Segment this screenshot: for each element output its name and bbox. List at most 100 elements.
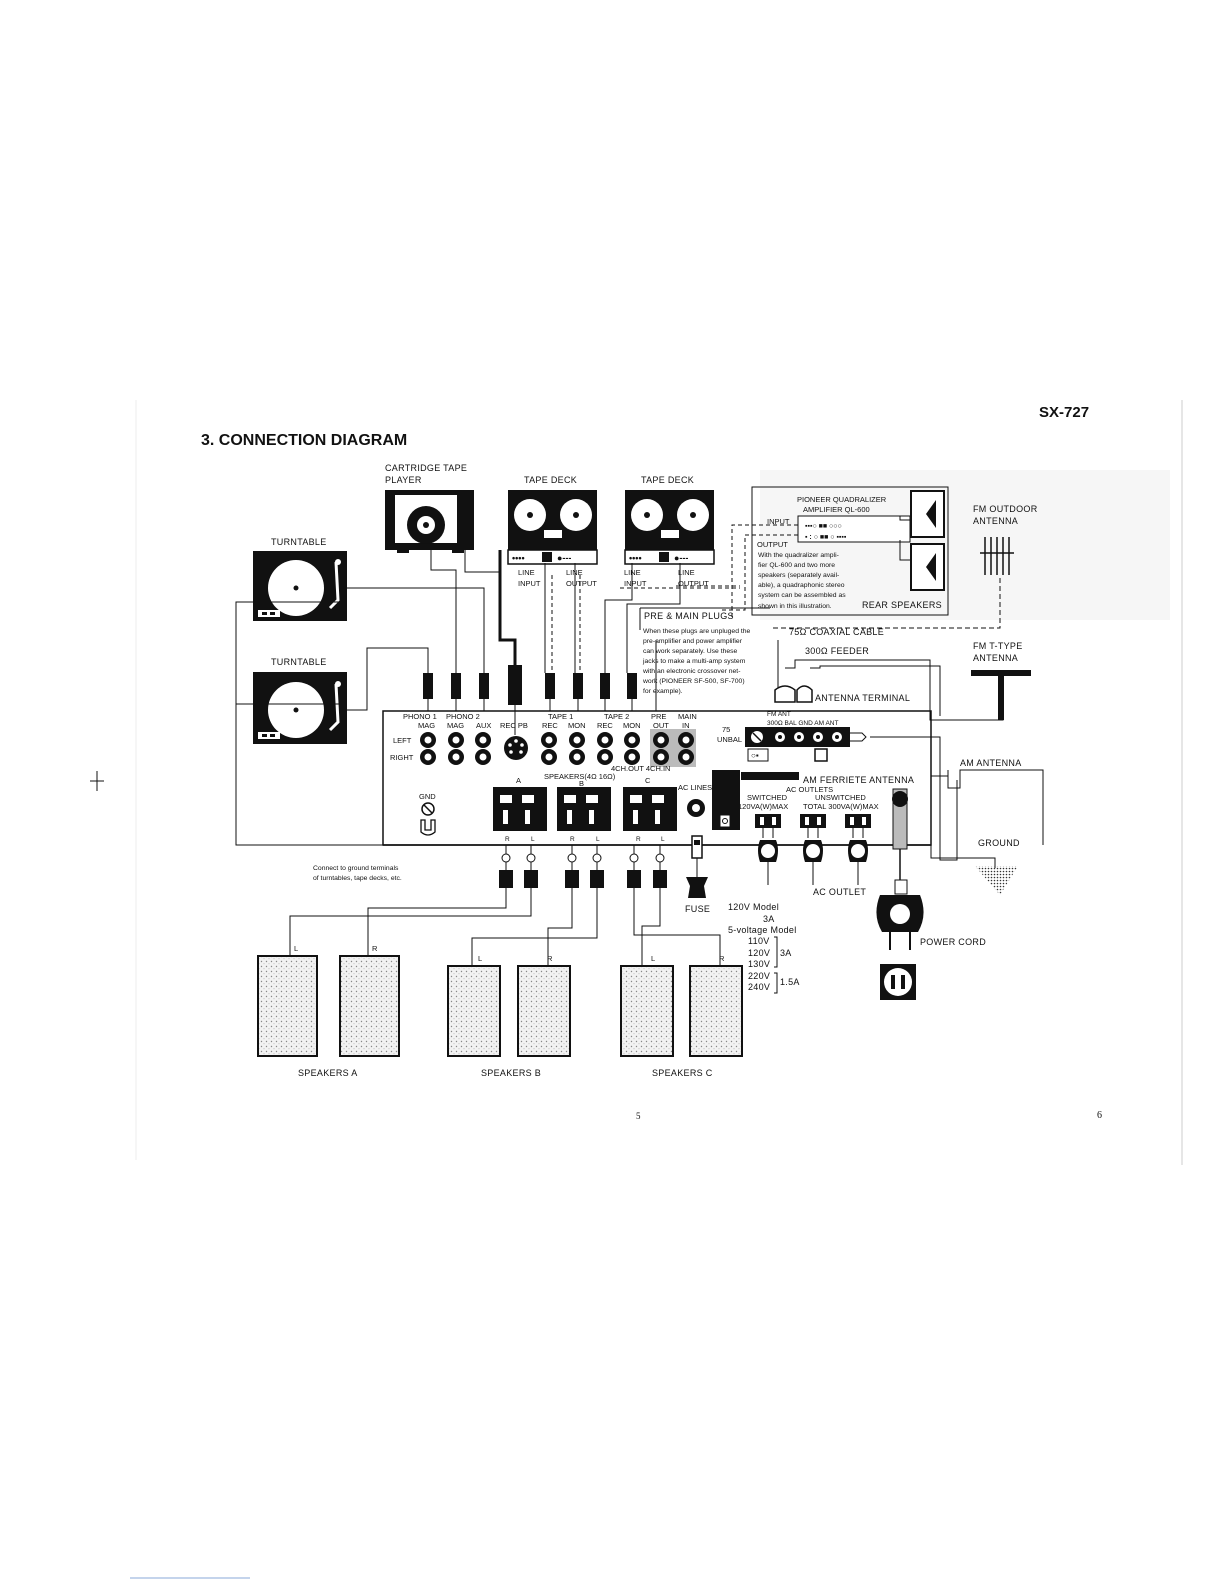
ant-terminal-labels: 300Ω BAL GND AM ANT — [767, 720, 838, 727]
speakers-a-r: R — [372, 944, 378, 953]
power-cord-label: POWER CORD — [920, 937, 986, 947]
svg-text:●---: ●--- — [674, 553, 688, 563]
wall-socket-icon — [880, 964, 916, 1000]
cartridge-label-line1: CARTRIDGE TAPE — [385, 463, 467, 473]
svg-text:▪ : ○ ■■ ○ ▪▪▪▪: ▪ : ○ ■■ ○ ▪▪▪▪ — [805, 534, 847, 541]
unbal-label: UNBAL — [717, 735, 742, 744]
quadralizer-note-2: fier QL-600 and two more — [758, 562, 835, 569]
quadralizer-note-3: speakers (separately avail- — [758, 572, 839, 579]
unswitched-label: UNSWITCHED — [815, 793, 866, 802]
quadralizer-amplifier: PIONEER QUADRALIZER AMPLIFIER QL-600 ▪▪▪… — [751, 486, 949, 616]
tape2-jacks — [597, 732, 640, 765]
pre-main-jacks — [650, 729, 696, 767]
page-number-right: 6 — [1097, 1110, 1102, 1121]
term-l-b: L — [596, 836, 600, 843]
pre-main-note-5: with an electronic crossover net- — [642, 668, 740, 675]
jack-label-tape2: TAPE 2 — [604, 712, 629, 721]
svg-text:○▪: ○▪ — [751, 751, 759, 760]
antenna-terminal-label: ANTENNA TERMINAL — [815, 693, 910, 703]
fuse: FUSE — [685, 835, 710, 914]
ac-outlet-plugs: AC OUTLET — [758, 828, 868, 897]
volt-110: 110V — [748, 936, 770, 946]
phono2-jacks — [448, 732, 464, 765]
ac-outlets-label: AC OUTLETS — [786, 785, 833, 794]
power-cord: POWER CORD — [876, 849, 986, 950]
group-1-5a: 1.5A — [780, 977, 800, 987]
am-ferrite-label: AM FERRIETE ANTENNA — [803, 775, 914, 785]
speaker-group-a: A — [516, 776, 521, 785]
quadralizer-title-1: PIONEER QUADRALIZER — [797, 495, 887, 504]
speaker-group-c: C — [645, 776, 651, 785]
turntable-1-label: TURNTABLE — [271, 537, 327, 547]
quadralizer-title-2: AMPLIFIER QL-600 — [803, 505, 870, 514]
jack-sub-phono1: MAG — [418, 721, 435, 730]
fuse-label: FUSE — [685, 904, 710, 914]
volt-120: 120V — [748, 948, 770, 958]
pre-main-note-7: for example). — [643, 688, 683, 695]
quadralizer-note-5: system can be assembled as — [758, 592, 846, 599]
speakers-c-label: SPEAKERS C — [652, 1068, 713, 1078]
pre-main-note-3: can work separately. Use these — [643, 648, 738, 655]
jack-label-recpb: REC PB — [500, 721, 528, 730]
svg-text:••••: •••• — [512, 553, 525, 563]
speakers-b-l: L — [478, 954, 482, 963]
term-l-c: L — [661, 836, 665, 843]
tape-deck-2-label: TAPE DECK — [641, 475, 694, 485]
pre-main-plugs-note: PRE & MAIN PLUGS When these plugs are un… — [639, 607, 770, 695]
five-voltage-label: 5-voltage Model — [728, 925, 797, 935]
ground-label: GROUND — [978, 838, 1020, 848]
antenna-terminal-strip: FM ANT 300Ω BAL GND AM ANT ○▪ — [745, 711, 958, 861]
rca-jacks — [420, 729, 696, 767]
speaker-terminals: A B C R L R L R L — [493, 776, 677, 843]
jack-sub-main-in: IN — [682, 721, 690, 730]
fm-outdoor-label-2: ANTENNA — [973, 516, 1018, 526]
speaker-plugs — [499, 870, 667, 888]
cartridge-tape-player: CARTRIDGE TAPE PLAYER — [385, 463, 474, 553]
tape-deck-1-label: TAPE DECK — [524, 475, 577, 485]
tape1-jacks — [541, 732, 585, 765]
quadralizer-output: OUTPUT — [757, 540, 788, 549]
jack-sub-tape1-rec: REC — [542, 721, 558, 730]
jack-sub-pre-out: OUT — [653, 721, 669, 730]
jack-label-aux: AUX — [476, 721, 491, 730]
rear-speakers-label: REAR SPEAKERS — [862, 600, 942, 610]
antenna-terminal: ANTENNA TERMINAL — [774, 685, 910, 703]
deck1-line-in-2: INPUT — [518, 579, 541, 588]
deck2-line-out-1: LINE — [678, 568, 695, 577]
quadralizer-input: INPUT — [767, 517, 790, 526]
fm-t-type-label-1: FM T-TYPE — [973, 641, 1023, 651]
feeder-label: 300Ω FEEDER — [805, 646, 869, 656]
quadralizer-note-1: With the quadralizer ampli- — [758, 552, 839, 559]
speakers-b-r: R — [547, 954, 553, 963]
pre-main-note-1: When these plugs are unpluged the — [643, 628, 751, 635]
model-120-label: 120V Model — [728, 902, 779, 912]
four-ch-label: 4CH.OUT 4CH.IN — [611, 764, 670, 773]
receiver-rear-panel: PHONO 1 PHONO 2 TAPE 1 TAPE 2 PRE MAIN M… — [382, 710, 958, 861]
speakers-b: L R SPEAKERS B — [447, 954, 571, 1078]
deck1-line-in-1: LINE — [518, 568, 535, 577]
ant-top-label: FM ANT — [767, 711, 791, 718]
deck1-line-out-2: OUTPUT — [566, 579, 597, 588]
ground-note-1: Connect to ground terminals — [313, 865, 399, 872]
jack-sub-tape2-rec: REC — [597, 721, 613, 730]
svg-text:▪▪▪○ ■■ ○○○: ▪▪▪○ ■■ ○○○ — [805, 523, 842, 530]
rec-pb-din-socket — [504, 736, 528, 760]
page-number-left: 5 — [636, 1111, 641, 1121]
pre-main-note-6: work (PIONEER SF-500, SF-700) — [642, 678, 745, 685]
quadralizer-note: With the quadralizer ampli- fier QL-600 … — [758, 552, 846, 610]
jack-sub-tape2-mon: MON — [623, 721, 641, 730]
volt-240: 240V — [748, 982, 770, 992]
page-title: 3. CONNECTION DIAGRAM — [201, 432, 407, 449]
speakers-c-r: R — [719, 954, 725, 963]
deck2-line-out-2: OUTPUT — [678, 579, 709, 588]
fm-outdoor-label-1: FM OUTDOOR — [973, 504, 1038, 514]
quadralizer-note-4: able), a quadraphonic stereo — [758, 582, 845, 589]
turntable-2-label: TURNTABLE — [271, 657, 327, 667]
term-l-a: L — [531, 836, 535, 843]
volt-130: 130V — [748, 959, 770, 969]
am-antenna-label: AM ANTENNA — [960, 758, 1022, 768]
jack-label-phono1: PHONO 1 — [403, 712, 437, 721]
fm-t-type-antenna — [971, 670, 1031, 720]
term-r-a: R — [505, 836, 510, 843]
